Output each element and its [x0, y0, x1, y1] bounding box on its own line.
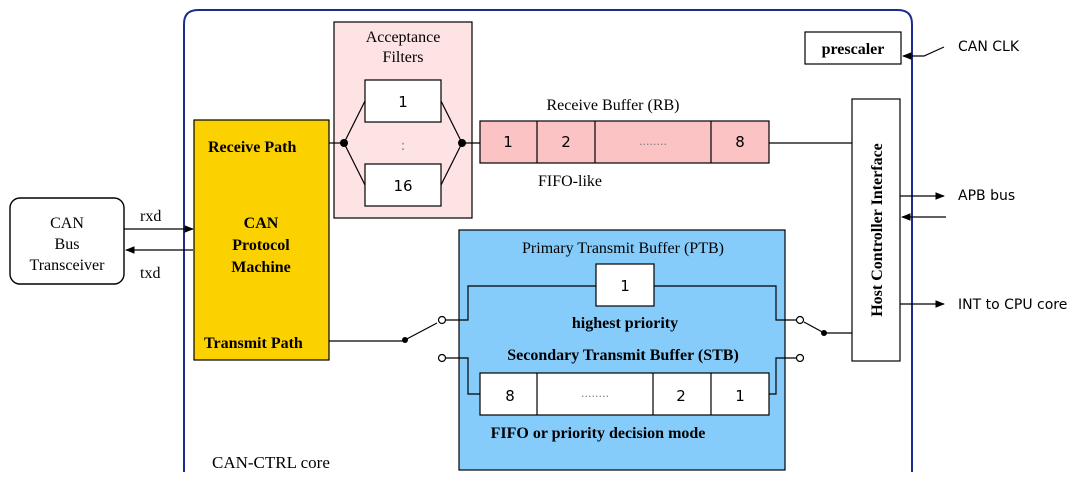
prescaler-block	[804, 31, 902, 65]
filter-merge-lines	[440, 100, 463, 186]
host-interface-label: Host Controller Interface	[869, 143, 886, 317]
int-cpu-label: INT to CPU core	[958, 297, 1067, 313]
left-switch-arm	[402, 322, 438, 342]
transceiver-label-line1: CAN	[50, 215, 84, 232]
ptb-slot-box	[595, 263, 655, 307]
filter-1-label: 1	[398, 93, 408, 111]
ptb-title: Primary Transmit Buffer (PTB)	[522, 240, 724, 257]
prescaler-label: prescaler	[822, 41, 885, 58]
stb-wiring-right	[769, 357, 796, 395]
stb-caption: FIFO or priority decision mode	[491, 425, 706, 442]
protocol-machine-line3: Machine	[231, 259, 291, 276]
stb-slot-2: 2	[676, 387, 686, 405]
rb-caption: FIFO-like	[538, 173, 602, 190]
stb-slot-dots: ........	[581, 387, 609, 400]
left-switch-pivot	[402, 337, 408, 343]
stb-slot-1: 1	[735, 387, 745, 405]
rb-slot-dots: ........	[639, 135, 667, 148]
rb-block	[479, 120, 770, 164]
acceptance-filters-title-line2: Filters	[383, 49, 424, 66]
transceiver-label-line3: Transceiver	[30, 257, 106, 274]
rb-slot-1: 1	[503, 133, 513, 151]
filter-split-lines	[343, 100, 366, 186]
stb-title: Secondary Transmit Buffer (STB)	[507, 347, 739, 364]
core-boundary	[183, 9, 913, 472]
stb-block	[479, 372, 770, 416]
ptb-caption: highest priority	[572, 315, 678, 332]
left-switch-contact-stb	[437, 353, 447, 363]
ptb-wiring-right	[654, 285, 796, 321]
left-switch-contact-ptb	[437, 315, 447, 325]
core-label: CAN-CTRL core	[212, 453, 330, 472]
transceiver-box	[9, 197, 125, 285]
acceptance-filters-title-line1: Acceptance	[366, 29, 441, 46]
filter-16-label: 16	[393, 177, 412, 195]
stb-wiring	[446, 357, 480, 395]
filter-dots: :	[401, 138, 406, 154]
right-switch-contact-ptb	[795, 315, 805, 325]
rb-title: Receive Buffer (RB)	[547, 97, 680, 114]
right-switch-contact-stb	[795, 353, 805, 363]
protocol-machine-line2: Protocol	[232, 237, 290, 254]
host-interface-block	[851, 98, 901, 362]
apb-bus-label: APB bus	[958, 188, 1015, 204]
transceiver-label-line2: Bus	[55, 236, 80, 253]
filter-box-16	[364, 163, 442, 207]
can-clk-line	[902, 46, 945, 60]
receive-path-label: Receive Path	[208, 139, 297, 156]
rb-slot-8: 8	[735, 133, 745, 151]
protocol-machine-block	[193, 119, 330, 361]
transmit-path-label: Transmit Path	[204, 335, 303, 352]
rb-slot-2: 2	[561, 133, 571, 151]
ptb-slot-1: 1	[620, 277, 630, 295]
can-clk-label: CAN CLK	[958, 39, 1020, 55]
ptb-wiring	[446, 285, 596, 321]
protocol-machine-line1: CAN	[244, 215, 279, 232]
rxd-label: rxd	[140, 208, 161, 225]
txd-label: txd	[140, 265, 160, 282]
stb-slot-8: 8	[505, 387, 515, 405]
